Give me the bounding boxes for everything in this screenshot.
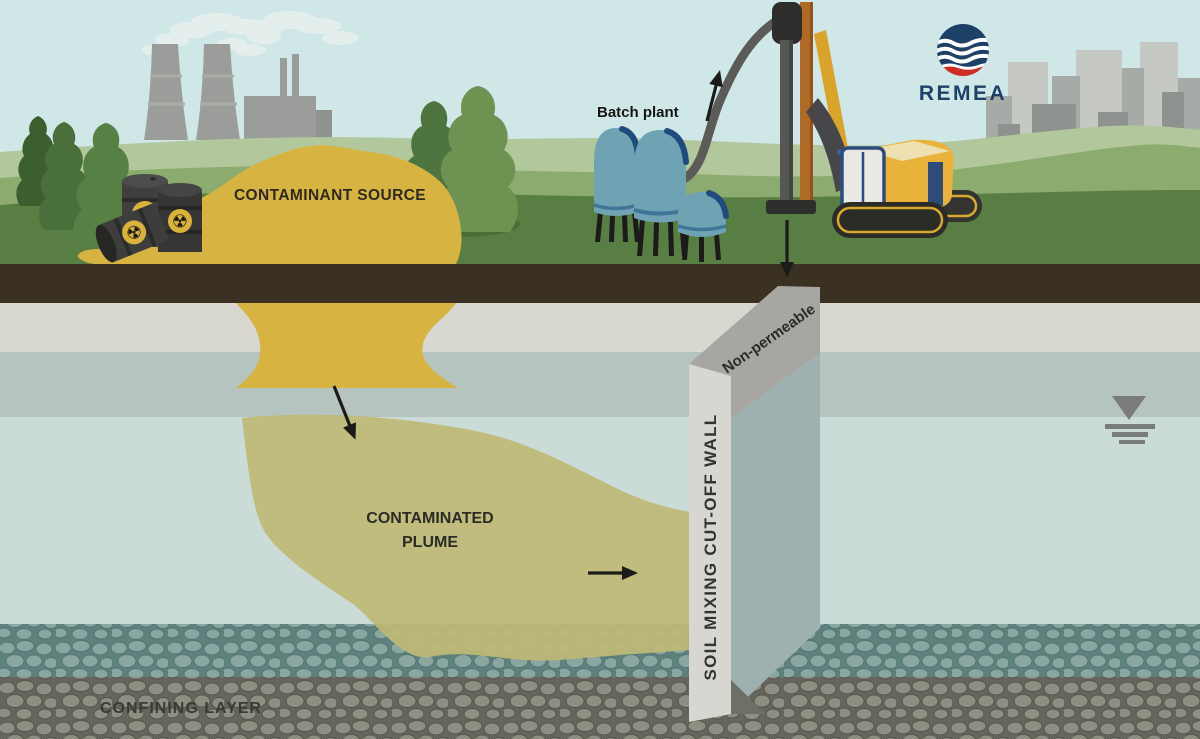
barrel-tipped: ☢ <box>95 203 169 263</box>
grout-hose <box>677 15 783 185</box>
batch-plant-label: Batch plant <box>597 104 679 121</box>
contaminant-stem <box>236 303 458 388</box>
silo-legs <box>595 212 721 262</box>
radiation-icon: ☢ <box>123 221 146 247</box>
capillary-band <box>0 352 1200 417</box>
contaminated-plume-label-line1: CONTAMINATED <box>366 510 494 527</box>
wall-base-shadow <box>731 680 766 714</box>
contaminated-plume-label-line2: PLUME <box>402 534 458 551</box>
cutoff-wall-label: SOIL MIXING CUT-OFF WALL <box>701 413 720 681</box>
brand-wordmark: REMEA <box>918 82 1008 105</box>
contaminated-plume-shape <box>242 414 692 661</box>
radiation-icon: ☢ <box>172 212 188 233</box>
water-table-icon <box>1105 396 1155 444</box>
arrow-source-to-plume <box>332 385 357 440</box>
contaminant-source-label: CONTAMINANT SOURCE <box>233 187 427 204</box>
wall-front-face <box>689 364 731 722</box>
arrow-hose-up <box>705 70 723 122</box>
wall-side-face <box>689 286 820 418</box>
vadose-band <box>0 303 1200 352</box>
cutoff-wall <box>689 286 820 722</box>
factory <box>144 44 332 140</box>
brand-logo-icon <box>937 24 989 76</box>
waste-barrels: ☢ ☢ ☢ <box>95 174 202 263</box>
smoke-plumes <box>142 11 358 56</box>
confining-layer-label: CONFINING LAYER <box>100 700 262 717</box>
batch-plant <box>593 126 729 262</box>
wall-submerged-face <box>731 353 820 713</box>
drill-rig <box>766 2 982 238</box>
confining-gray-band <box>0 677 1200 739</box>
contaminated-plume-label: CONTAMINATED PLUME <box>328 507 532 555</box>
flow-arrows <box>332 70 794 580</box>
topsoil-band <box>0 264 1200 303</box>
barrel-upright-front: ☢ <box>158 183 202 252</box>
